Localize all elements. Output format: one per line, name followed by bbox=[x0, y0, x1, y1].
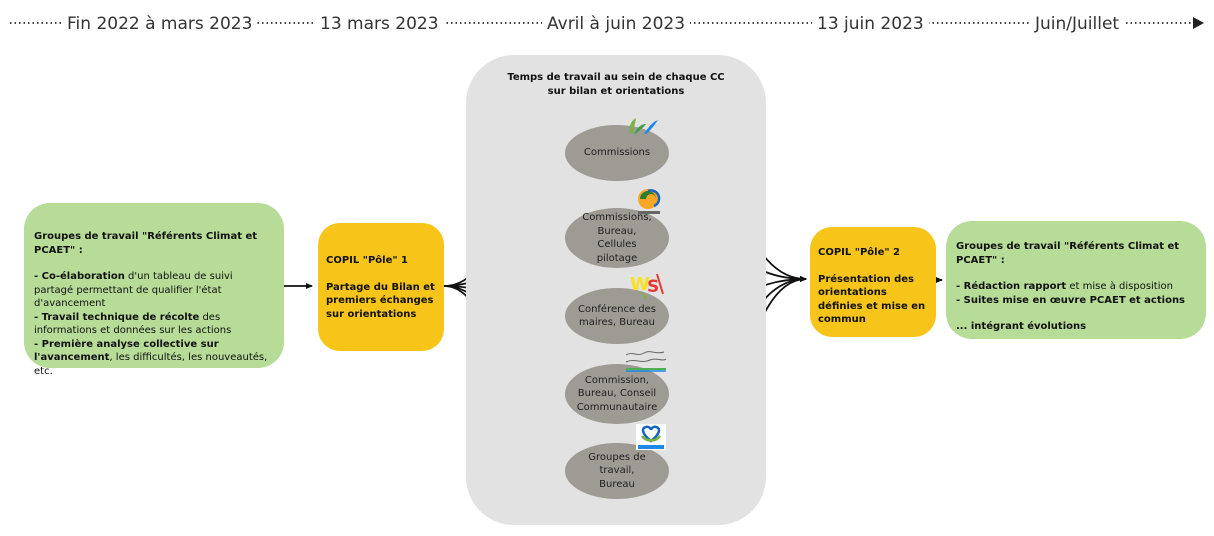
node-commissions: Commissions bbox=[565, 125, 669, 181]
right-box-title: Groupes de travail "Référents Climat et … bbox=[956, 241, 1180, 266]
timeline-label-4: 13 juin 2023 bbox=[812, 14, 929, 34]
timeline-arrowhead bbox=[1193, 17, 1204, 29]
left-working-groups-box: Groupes de travail "Référents Climat et … bbox=[24, 203, 284, 377]
right-box-item-2: - Suites mise en œuvre PCAET et actions bbox=[956, 294, 1186, 306]
node-groupes-travail: Groupes de travail, Bureau bbox=[565, 443, 669, 499]
svg-text:S: S bbox=[647, 277, 659, 297]
copil-1-title: COPIL "Pôle" 1 bbox=[326, 255, 409, 266]
panel-title: Temps de travail au sein de chaque CC su… bbox=[507, 72, 725, 97]
timeline-label-1: Fin 2022 à mars 2023 bbox=[62, 14, 258, 34]
leaf-logo bbox=[629, 118, 658, 134]
timeline-label-3: Avril à juin 2023 bbox=[542, 14, 691, 34]
timeline-line bbox=[10, 17, 1204, 29]
copil-1-body: Partage du Bilan et premiers échanges su… bbox=[326, 281, 435, 320]
left-box-item-1: - Co-élaboration d'un tableau de suivi p… bbox=[34, 271, 233, 309]
copil-2-title: COPIL "Pôle" 2 bbox=[818, 247, 901, 258]
copil-2-box: COPIL "Pôle" 2 Présentation des orientat… bbox=[810, 227, 936, 337]
timeline-label-5: Juin/Juillet bbox=[1030, 14, 1125, 34]
svg-text:W: W bbox=[630, 274, 650, 295]
timeline: Fin 2022 à mars 2023 13 mars 2023 Avril … bbox=[10, 6, 1206, 44]
left-box-title: Groupes de travail "Référents Climat et … bbox=[34, 231, 258, 256]
swirl-logo bbox=[638, 189, 661, 214]
node-commissions-bureau-cellules: Commissions, Bureau, Cellules pilotage bbox=[565, 208, 669, 268]
right-box-item-3: ... intégrant évolutions bbox=[956, 321, 1087, 332]
left-box-item-3: - Première analyse collective sur l'avan… bbox=[34, 338, 268, 377]
ws-logo: W S bbox=[630, 273, 664, 300]
copil-1-box: COPIL "Pôle" 1 Partage du Bilan et premi… bbox=[318, 223, 444, 351]
node-conference-maires: Conférence des maires, Bureau bbox=[565, 288, 669, 344]
node-commission-conseil: Commission, Bureau, Conseil Communautair… bbox=[565, 364, 669, 424]
timeline-label-2: 13 mars 2023 bbox=[315, 14, 444, 34]
right-box-item-1: - Rédaction rapport et mise à dispositio… bbox=[956, 281, 1173, 292]
left-box-item-2: - Travail technique de récolte des infor… bbox=[34, 311, 232, 337]
handwritten-logo bbox=[625, 351, 667, 372]
right-working-groups-box: Groupes de travail "Référents Climat et … bbox=[946, 221, 1206, 339]
copil-2-body: Présentation des orientations définies e… bbox=[818, 273, 926, 326]
heart-logo bbox=[636, 424, 666, 450]
